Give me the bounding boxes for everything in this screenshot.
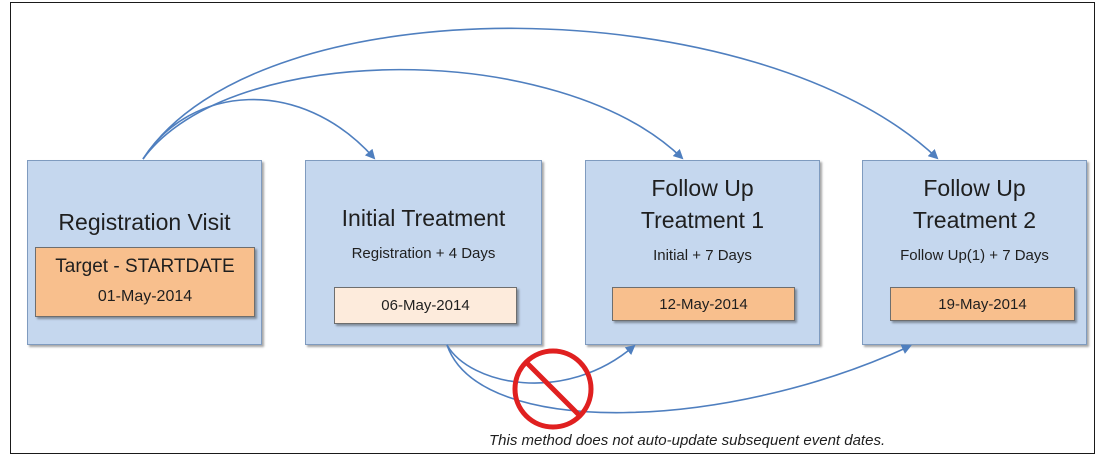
initial-treatment-box: Initial Treatment Registration + 4 Days … — [305, 160, 542, 345]
followup-1-title-line2: Treatment 1 — [640, 207, 765, 233]
followup-1-rule: Initial + 7 Days — [653, 247, 752, 264]
followup-treatment-2-box: Follow Up Treatment 2 Follow Up(1) + 7 D… — [862, 160, 1087, 345]
arrow-initial-to-followup2 — [446, 344, 912, 414]
followup-1-date: 12-May-2014 — [612, 287, 795, 321]
note-text: This method does not auto-update subsequ… — [489, 432, 886, 449]
arrow-registration-to-followup1 — [142, 68, 684, 160]
followup-2-title-line1: Follow Up — [923, 175, 1026, 201]
registration-date: 01-May-2014 — [97, 288, 193, 305]
diagram-frame — [10, 2, 1095, 454]
arrow-registration-to-followup2 — [142, 27, 939, 160]
arrow-registration-to-initial — [142, 98, 376, 160]
initial-treatment-rule: Registration + 4 Days — [351, 245, 496, 262]
initial-treatment-date: 06-May-2014 — [334, 287, 517, 324]
followup-1-title-line1: Follow Up — [651, 175, 754, 201]
target-label: Target - STARTDATE — [55, 256, 235, 277]
target-startdate-box: Target - STARTDATE 01-May-2014 — [35, 247, 255, 317]
followup-2-rule: Follow Up(1) + 7 Days — [900, 247, 1049, 264]
registration-visit-title: Registration Visit — [58, 209, 231, 235]
arrow-initial-to-followup1 — [446, 344, 636, 384]
prohibited-icon — [512, 348, 594, 430]
followup-treatment-1-box: Follow Up Treatment 1 Initial + 7 Days 1… — [585, 160, 820, 345]
registration-visit-box: Registration Visit Target - STARTDATE 01… — [27, 160, 262, 345]
followup-2-date: 19-May-2014 — [890, 287, 1075, 321]
followup-2-title-line2: Treatment 2 — [912, 207, 1037, 233]
initial-treatment-title: Initial Treatment — [341, 205, 506, 231]
